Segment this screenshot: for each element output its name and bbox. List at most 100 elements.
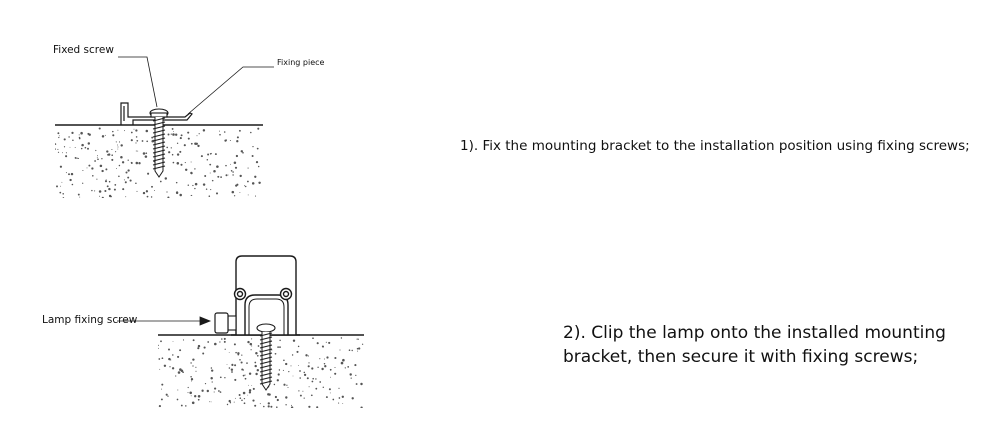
concrete-speck (120, 155, 123, 159)
screw-thread-line (259, 376, 273, 381)
concrete-speck (310, 394, 313, 397)
concrete-speck (360, 406, 363, 408)
concrete-speck (311, 367, 314, 370)
concrete-speck (79, 196, 81, 198)
concrete-speck (230, 368, 234, 371)
concrete-speck (78, 136, 81, 139)
concrete-speck (125, 196, 127, 198)
concrete-speck (274, 352, 277, 355)
concrete-speck (130, 161, 132, 163)
concrete-speck (303, 397, 305, 399)
concrete-speck (308, 405, 311, 408)
concrete-speck (176, 153, 180, 156)
concrete-speck (163, 364, 167, 367)
screw-thread-line (259, 356, 273, 361)
concrete-speck (167, 133, 170, 136)
concrete-speck (219, 376, 222, 379)
concrete-speck (257, 165, 260, 168)
concrete-speck (255, 161, 259, 164)
concrete-speck (228, 352, 230, 354)
concrete-speck (296, 350, 299, 353)
concrete-speck (190, 395, 192, 397)
concrete-speck (70, 172, 74, 176)
concrete-speck (175, 181, 178, 184)
concrete-speck (306, 377, 309, 380)
concrete-speck (299, 370, 301, 372)
concrete-speck (88, 133, 91, 136)
concrete-speck (234, 166, 238, 169)
concrete-speck (256, 354, 259, 357)
concrete-speck (69, 146, 71, 148)
concrete-speck (232, 171, 234, 173)
concrete-speck (101, 158, 103, 160)
concrete-speck (175, 133, 178, 136)
concrete-speck (133, 128, 135, 130)
concrete-speck (147, 172, 150, 175)
concrete-speck (316, 406, 319, 408)
concrete-speck (330, 376, 331, 378)
concrete-speck (292, 339, 296, 342)
concrete-speck (76, 157, 78, 159)
concrete-speck (87, 142, 91, 145)
concrete-speck (191, 380, 192, 382)
concrete-speck (62, 193, 64, 195)
concrete-speck (286, 384, 288, 386)
concrete-speck (322, 386, 325, 389)
concrete-speck (172, 341, 174, 342)
concrete-speck (278, 369, 281, 371)
concrete-speck (210, 367, 213, 369)
concrete-speck (357, 338, 360, 340)
concrete-speck (60, 185, 62, 187)
concrete-speck (230, 170, 233, 172)
concrete-speck (142, 191, 146, 195)
concrete-speck (194, 168, 196, 170)
concrete-speck (242, 369, 245, 371)
concrete-speck (223, 131, 226, 133)
concrete-speck (98, 190, 102, 193)
concrete-speck (167, 348, 171, 351)
concrete-speck (299, 394, 302, 397)
concrete-speck (57, 148, 59, 150)
concrete-speck (97, 158, 99, 161)
concrete-speck (179, 150, 182, 153)
concrete-speck (221, 338, 223, 340)
concrete-speck (357, 350, 359, 352)
screw-thread-line (152, 125, 166, 130)
concrete-speck (122, 188, 125, 191)
concrete-speck (326, 356, 329, 359)
concrete-speck (192, 358, 195, 361)
concrete-speck (348, 349, 351, 352)
concrete-speck (179, 137, 182, 140)
concrete-speck (247, 394, 249, 396)
concrete-speck (225, 164, 227, 167)
concrete-speck (329, 368, 332, 371)
concrete-speck (65, 172, 67, 174)
concrete-speck (328, 341, 331, 344)
concrete-speck (312, 337, 314, 340)
concrete-speck (161, 388, 163, 390)
concrete-speck (110, 195, 112, 198)
concrete-speck (361, 343, 364, 345)
concrete-speck (270, 405, 273, 408)
screw-thread-line (259, 364, 273, 369)
screw-thread-line (259, 352, 273, 357)
concrete-speck (254, 364, 257, 368)
concrete-speck (219, 133, 221, 136)
concrete-speck (115, 151, 117, 153)
concrete-speck (171, 127, 174, 130)
concrete-speck (80, 147, 83, 150)
screw-thread-line (259, 340, 273, 345)
concrete-speck (209, 163, 212, 166)
concrete-speck (325, 341, 327, 343)
concrete-speck (252, 387, 255, 390)
concrete-speck (214, 342, 217, 346)
concrete-speck (175, 375, 177, 377)
concrete-speck (158, 347, 159, 349)
concrete-speck (321, 367, 324, 371)
concrete-speck (167, 395, 169, 397)
concrete-speck (170, 133, 172, 135)
concrete-speck (182, 371, 184, 374)
screw-thread-1 (152, 117, 166, 178)
concrete-speck (161, 383, 164, 386)
concrete-speck (117, 148, 119, 150)
